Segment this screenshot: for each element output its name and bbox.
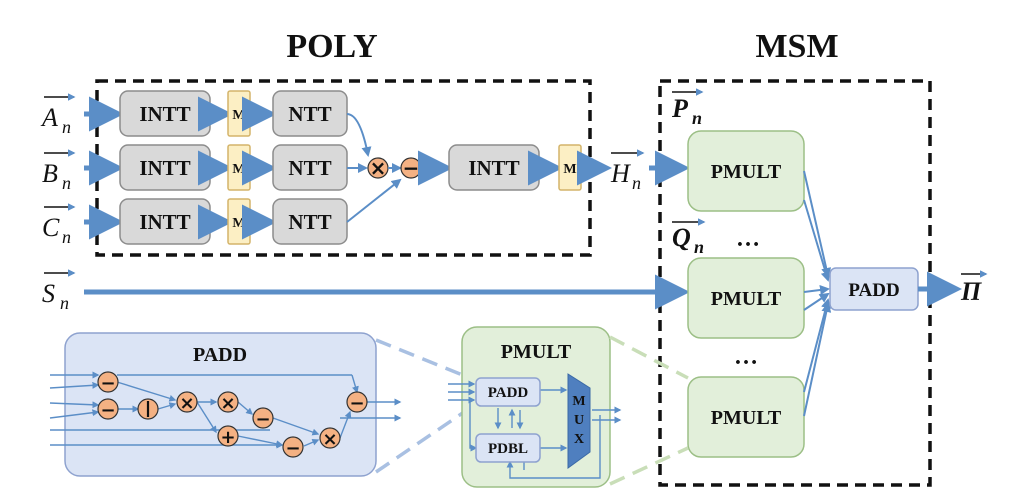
svg-text:H: H bbox=[610, 159, 631, 188]
p-label: P n bbox=[671, 88, 704, 128]
svg-text:n: n bbox=[62, 117, 71, 137]
svg-text:×: × bbox=[179, 393, 194, 414]
intt-label-c: INTT bbox=[139, 210, 190, 234]
svg-text:−: − bbox=[255, 409, 270, 430]
input-s-label: S n bbox=[42, 269, 76, 313]
svg-text:n: n bbox=[694, 237, 704, 257]
q-label: Q n bbox=[672, 218, 706, 257]
padd-op-6: − bbox=[252, 407, 274, 430]
padd-callout-bottom bbox=[375, 406, 471, 474]
msm-title: MSM bbox=[755, 28, 838, 65]
svg-text:A: A bbox=[40, 103, 58, 132]
svg-text:−: − bbox=[349, 393, 364, 414]
pmult-label-3: PMULT bbox=[711, 407, 782, 429]
padd-op-4: × bbox=[176, 391, 198, 414]
pmult-label-1: PMULT bbox=[711, 161, 782, 183]
padd-op-1: − bbox=[97, 371, 119, 394]
padd-callout-top bbox=[375, 338, 471, 380]
pmult-detail-wires bbox=[448, 380, 622, 479]
m-label-b: M bbox=[232, 162, 245, 177]
padd-detail-wires bbox=[49, 371, 402, 449]
mux-letter-u: U bbox=[574, 413, 584, 428]
svg-text:n: n bbox=[632, 173, 641, 193]
output-h-label: H n bbox=[610, 149, 645, 193]
padd-op-8: − bbox=[282, 436, 304, 459]
pmult-callout-top bbox=[609, 335, 689, 380]
pmult-block-2 bbox=[687, 257, 805, 339]
ellipsis-1: … bbox=[736, 226, 760, 252]
svg-text:C: C bbox=[42, 213, 60, 242]
padd-op-10: − bbox=[346, 391, 368, 414]
svg-text:−: − bbox=[100, 400, 115, 421]
mux-letter-m: M bbox=[572, 394, 585, 409]
padd-op-2: − bbox=[97, 398, 119, 421]
input-b-label: B n bbox=[42, 149, 76, 193]
pmult-detail-padd-label: PADD bbox=[488, 385, 529, 401]
svg-text:B: B bbox=[42, 159, 58, 188]
pmult-label-2: PMULT bbox=[711, 288, 782, 310]
svg-text:P: P bbox=[671, 94, 689, 123]
input-a-label: A n bbox=[40, 93, 76, 137]
svg-text:n: n bbox=[60, 293, 69, 313]
svg-text:S: S bbox=[42, 279, 55, 308]
m-label-a: M bbox=[232, 108, 245, 123]
svg-text:+: + bbox=[220, 427, 235, 448]
pmult-block-3 bbox=[687, 376, 805, 458]
intt-label-final: INTT bbox=[468, 156, 519, 180]
intt-label-b: INTT bbox=[139, 156, 190, 180]
svg-text:n: n bbox=[692, 108, 702, 128]
padd-detail-title: PADD bbox=[193, 344, 247, 366]
svg-text:n: n bbox=[62, 227, 71, 247]
intt-label-a: INTT bbox=[139, 102, 190, 126]
svg-text:−: − bbox=[100, 373, 115, 394]
ntt-label-b: NTT bbox=[288, 156, 331, 180]
m-label-final: M bbox=[563, 162, 576, 177]
output-pi-label: Π bbox=[960, 270, 988, 306]
svg-text:Π: Π bbox=[960, 277, 982, 306]
pmult-detail-pdbl-block bbox=[475, 433, 541, 463]
svg-text:n: n bbox=[62, 173, 71, 193]
msm-padd-label: PADD bbox=[848, 280, 899, 301]
padd-op-3 bbox=[137, 398, 159, 420]
ntt-label-c: NTT bbox=[288, 210, 331, 234]
pmult-detail-pdbl-label: PDBL bbox=[488, 441, 528, 457]
subtract-symbol: − bbox=[403, 156, 420, 180]
poly-title: POLY bbox=[286, 28, 377, 65]
multiply-symbol: × bbox=[370, 156, 387, 180]
input-c-label: C n bbox=[42, 203, 76, 247]
m-label-c: M bbox=[232, 216, 245, 231]
padd-op-5: × bbox=[217, 391, 239, 414]
mux-letter-x: X bbox=[574, 432, 584, 447]
pmult-detail-title: PMULT bbox=[501, 341, 572, 363]
pmult-detail-padd-block bbox=[475, 377, 541, 407]
svg-text:×: × bbox=[322, 429, 337, 450]
svg-text:×: × bbox=[220, 393, 235, 414]
svg-text:Q: Q bbox=[672, 223, 691, 252]
mux-block bbox=[567, 373, 591, 469]
ellipsis-2: … bbox=[734, 344, 758, 370]
ntt-label-a: NTT bbox=[288, 102, 331, 126]
svg-text:−: − bbox=[285, 438, 300, 459]
padd-op-9: × bbox=[319, 427, 341, 450]
padd-op-7: + bbox=[217, 425, 239, 448]
pmult-callout-bottom bbox=[609, 446, 689, 486]
